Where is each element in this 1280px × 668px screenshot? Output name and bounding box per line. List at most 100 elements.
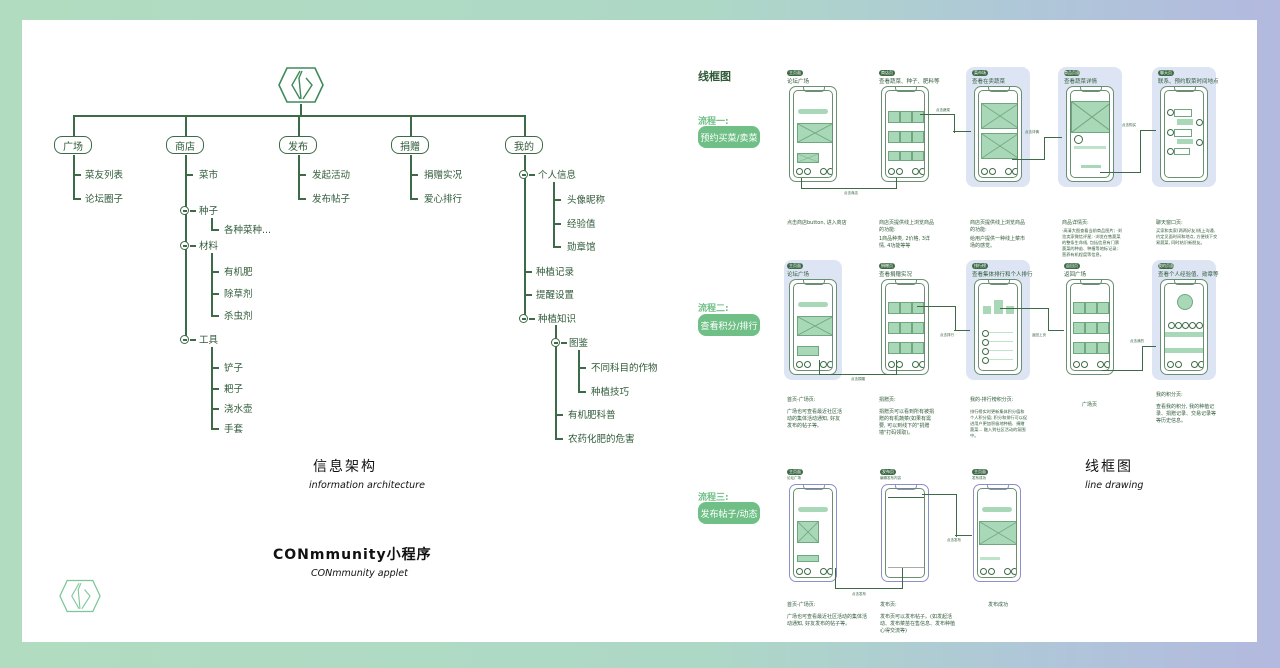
- flow-1-button[interactable]: 预约买菜/卖菜: [698, 126, 760, 148]
- screen-description: 排行榜实时更新集体积分值和个人积分值; 积分和排行可以促进用户更加积极地种植、捐…: [970, 409, 1028, 438]
- phone-wireframe[interactable]: [974, 86, 1022, 182]
- phone-wireframe[interactable]: [881, 484, 929, 582]
- leaf-item[interactable]: 有机肥: [224, 267, 253, 278]
- branch-stem: [298, 115, 300, 137]
- screen-description: 商店页提供线上浏览商品的功能:: [970, 220, 1026, 233]
- leaf-item[interactable]: 铲子: [224, 363, 244, 374]
- leaf-item[interactable]: 图鉴: [569, 338, 589, 349]
- leaf-tick: [211, 271, 219, 273]
- leaf-tick: [553, 199, 561, 201]
- leaf-item[interactable]: 勋章馆: [567, 242, 596, 253]
- leaf-tick: [211, 408, 219, 410]
- phone-wireframe[interactable]: [1066, 86, 1114, 182]
- flow-connector: [1142, 346, 1156, 348]
- leaf-tick: [298, 198, 306, 200]
- collapse-icon[interactable]: [519, 170, 528, 179]
- leaf-tick: [211, 229, 219, 231]
- screen-tag: 排行榜: [972, 263, 988, 269]
- node-shangdian[interactable]: 商店: [166, 136, 204, 154]
- flow-2-button[interactable]: 查看积分/排行: [698, 314, 760, 336]
- screen-tag: 主页面: [787, 70, 803, 76]
- leaf-item[interactable]: 种子: [199, 206, 219, 217]
- leaf-tick: [410, 174, 418, 176]
- leaf-item[interactable]: 种植记录: [536, 267, 575, 278]
- leaf-item[interactable]: 经验值: [567, 219, 596, 230]
- screen-description: 捐赠页:: [879, 397, 896, 403]
- connector-label: 点击发布: [947, 538, 961, 542]
- flow-connector: [955, 535, 972, 537]
- connector-label: 点击商店: [844, 191, 858, 195]
- node-guangchang[interactable]: 广场: [54, 136, 92, 154]
- screen-title: 查看蔬菜详情: [1064, 79, 1098, 85]
- phone-wireframe[interactable]: [789, 279, 837, 375]
- screen-description: 点击商店button, 进入商店: [787, 220, 847, 226]
- screen-description: 发布页可以发布帖子。(如发起活动、发布菜苗在售信息、发布种植心得交流等): [880, 614, 956, 634]
- leaf-item[interactable]: 耙子: [224, 384, 244, 395]
- leaf-item[interactable]: 头像昵称: [567, 195, 606, 206]
- leaf-item[interactable]: 菜友列表: [85, 170, 124, 181]
- leaf-tick: [578, 391, 586, 393]
- leaf-tick: [524, 271, 532, 273]
- leaf-item[interactable]: 农药化肥的危害: [568, 434, 635, 445]
- branch-trunk: [524, 155, 526, 318]
- phone-wireframe[interactable]: [1160, 279, 1208, 375]
- leaf-item[interactable]: 除草剂: [224, 289, 253, 300]
- screen-description: 广场页: [1082, 402, 1098, 408]
- screen-description: 广场也可查看最近社区活动的集体活动通知, 好友发布的帖子等。: [787, 614, 868, 627]
- leaf-item[interactable]: 种植知识: [538, 314, 577, 325]
- collapse-icon[interactable]: [519, 314, 528, 323]
- leaf-item[interactable]: 材料: [199, 241, 219, 252]
- collapse-icon[interactable]: [180, 206, 189, 215]
- leaf-item[interactable]: 工具: [199, 335, 219, 346]
- screen-title: 发布成功: [972, 476, 986, 480]
- node-wode[interactable]: 我的: [505, 136, 543, 154]
- leaf-item[interactable]: 爱心排行: [424, 194, 463, 205]
- leaf-item[interactable]: 菜市: [199, 170, 219, 181]
- leaf-tick: [524, 294, 532, 296]
- leaf-item[interactable]: 有机肥科普: [568, 410, 616, 421]
- connector-label: 点击蔬菜: [936, 108, 950, 112]
- phone-wireframe[interactable]: [1066, 279, 1114, 375]
- collapse-icon[interactable]: [551, 338, 560, 347]
- screen-description: 我的积分页:: [1156, 392, 1183, 398]
- screen-tag: 商店页: [879, 70, 895, 76]
- screen-description: 商店页提供线上浏览商品的功能:: [879, 220, 935, 233]
- screen-description: 捐赠页可以看到所有被捐赠的有机蔬菜(如果有需要, 可以到线下的"捐赠墙"打码领取…: [879, 409, 935, 436]
- phone-wireframe[interactable]: [789, 484, 837, 582]
- collapse-icon[interactable]: [180, 241, 189, 250]
- leaf-item[interactable]: 发起活动: [312, 170, 351, 181]
- leaf-item[interactable]: 杀虫剂: [224, 311, 253, 322]
- phone-wireframe[interactable]: [973, 484, 1021, 582]
- flow-2-label: 流程二:: [698, 304, 729, 314]
- leaf-item[interactable]: 论坛圈子: [85, 194, 124, 205]
- sub-trunk: [553, 182, 555, 247]
- leaf-item[interactable]: 种植技巧: [591, 387, 630, 398]
- leaf-item[interactable]: 手套: [224, 424, 244, 435]
- node-fabu[interactable]: 发布: [279, 136, 317, 154]
- leaf-item[interactable]: 提醒设置: [536, 290, 575, 301]
- node-juanzeng[interactable]: 捐赠: [391, 136, 429, 154]
- phone-wireframe[interactable]: [789, 86, 837, 182]
- flow-3-label: 流程三:: [698, 493, 729, 503]
- flow-1-label: 流程一:: [698, 117, 729, 127]
- presentation-sheet: 广场 菜友列表 论坛圈子 商店 菜市 种子 各种菜种... 材料 有机肥 除草剂…: [22, 20, 1257, 642]
- leaf-item[interactable]: 不同科目的作物: [591, 363, 658, 374]
- phone-wireframe[interactable]: [881, 279, 929, 375]
- flow-3-button[interactable]: 发布帖子/动态: [698, 502, 760, 524]
- phone-wireframe[interactable]: [1160, 86, 1208, 182]
- leaf-item[interactable]: 捐赠实况: [424, 170, 463, 181]
- connector-label: 点击购买: [1122, 123, 1136, 127]
- applet-subtitle: CONmmunity applet: [311, 568, 408, 579]
- screen-title: 论坛广场: [787, 272, 810, 278]
- screen-tag: 返回页: [1064, 263, 1080, 269]
- leaf-item[interactable]: 各种菜种...: [224, 225, 272, 236]
- leaf-tick: [553, 223, 561, 225]
- leaf-item[interactable]: 发布帖子: [312, 194, 351, 205]
- sub-trunk: [555, 325, 557, 439]
- phone-wireframe[interactable]: [974, 279, 1022, 375]
- leaf-item[interactable]: 浇水壶: [224, 404, 253, 415]
- leaf-item[interactable]: 个人信息: [538, 170, 577, 181]
- phone-wireframe[interactable]: [881, 86, 929, 182]
- collapse-icon[interactable]: [180, 335, 189, 344]
- screen-tag: 主页面: [787, 469, 803, 475]
